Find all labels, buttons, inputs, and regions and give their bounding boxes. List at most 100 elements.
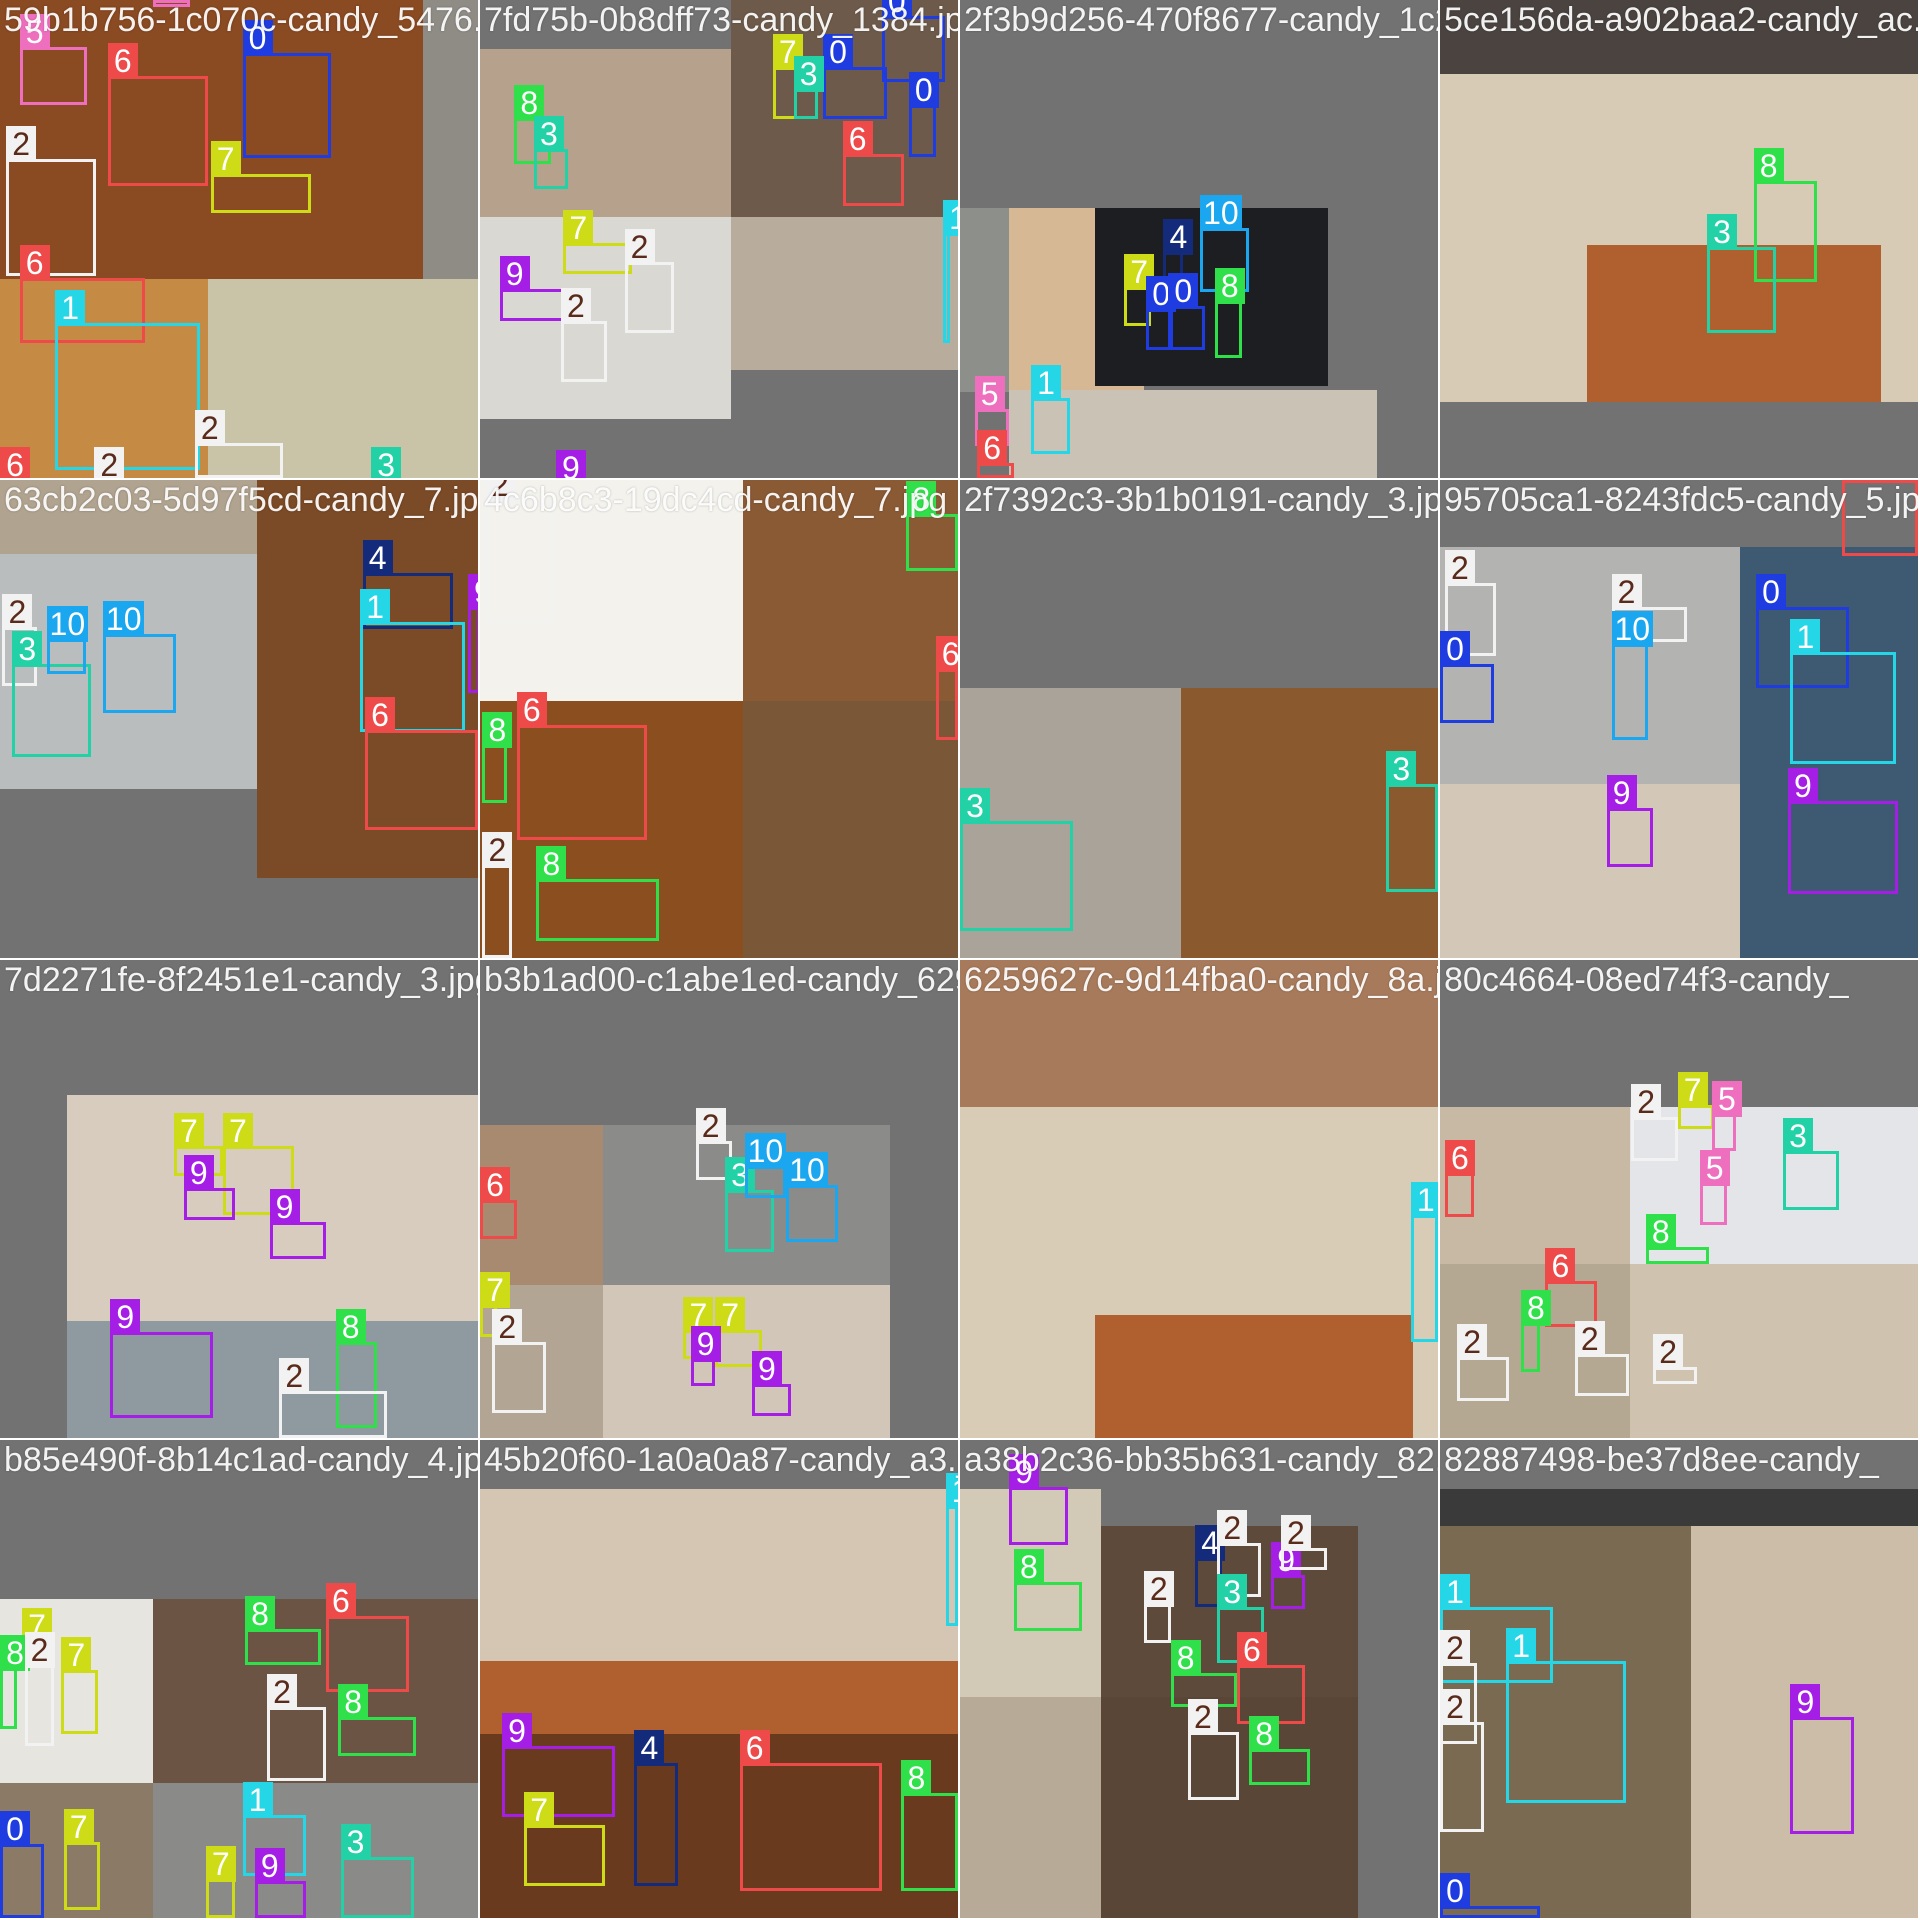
class-label: 2 bbox=[1631, 1083, 1662, 1120]
photo-region bbox=[1094, 1315, 1414, 1438]
photo-region bbox=[1094, 208, 1328, 386]
image-tile: 837003061792297fd75b-0b8dff73-candy_1384… bbox=[480, 0, 958, 478]
detection-box: 3 bbox=[340, 1823, 415, 1918]
detection-box: 9 bbox=[1790, 1683, 1855, 1835]
photo-region bbox=[480, 700, 744, 958]
class-label: 1 bbox=[1031, 365, 1062, 402]
class-label: 4 bbox=[634, 1730, 665, 1767]
detection-box: 6 bbox=[365, 696, 478, 831]
detection-box: 2 bbox=[1187, 1698, 1240, 1801]
photo-region bbox=[1587, 245, 1881, 402]
detection-box: 6 bbox=[1444, 1140, 1475, 1218]
detection-box: 10 bbox=[102, 601, 177, 713]
detection-box: 8 bbox=[245, 1595, 321, 1666]
detection-box: 6 bbox=[107, 42, 209, 187]
class-label: 6 bbox=[842, 121, 873, 158]
detection-box: 2 bbox=[1217, 1509, 1262, 1597]
photo-region bbox=[0, 279, 209, 478]
detection-box: 1 bbox=[945, 1473, 958, 1627]
detection-box: 8 bbox=[536, 846, 659, 941]
class-label: 3 bbox=[793, 56, 824, 93]
class-label: 2 bbox=[1187, 1698, 1218, 1735]
image-tile: 620210019995705ca1-8243fdc5-candy_5.jpg bbox=[1440, 480, 1918, 958]
class-label: 3 bbox=[533, 116, 564, 153]
detection-box: 8 bbox=[1520, 1289, 1551, 1372]
detection-box: 9 bbox=[183, 1154, 236, 1220]
class-label: 2 bbox=[267, 1674, 298, 1711]
photo-region bbox=[960, 1697, 1101, 1918]
detection-box: 8 bbox=[1013, 1549, 1083, 1632]
tile-filename: 6259627c-9d14fba0-candy_8a.jpg bbox=[964, 961, 1438, 999]
class-label: 8 bbox=[245, 1595, 275, 1632]
photo-region bbox=[1100, 1697, 1359, 1918]
detection-box: 10 bbox=[744, 1132, 787, 1198]
class-label: 2 bbox=[1457, 1323, 1488, 1360]
detection-box: 2 bbox=[1444, 549, 1497, 657]
detection-box: 8 bbox=[0, 1634, 30, 1730]
photo-region bbox=[67, 1321, 478, 1438]
class-label: 1 bbox=[242, 1781, 273, 1818]
class-label: 6 bbox=[1545, 1247, 1576, 1284]
image-tile: 231010491663cb2c03-5d97f5cd-candy_7.jpg bbox=[0, 480, 478, 958]
class-label: 3 bbox=[340, 1823, 371, 1860]
tile-filename: 95705ca1-8243fdc5-candy_5.jpg bbox=[1444, 481, 1918, 519]
detection-box: 6 bbox=[842, 121, 904, 206]
detection-box: 9 bbox=[467, 574, 478, 694]
detection-box: 0 bbox=[1168, 273, 1205, 351]
class-label: 3 bbox=[1783, 1118, 1813, 1155]
class-label: 1 bbox=[1440, 1573, 1470, 1610]
photo-region bbox=[0, 1783, 154, 1918]
class-label: 7 bbox=[61, 1637, 92, 1674]
photo-region bbox=[480, 216, 732, 419]
class-label: 9 bbox=[110, 1299, 141, 1336]
class-label: 2 bbox=[194, 410, 225, 447]
class-label: 2 bbox=[1217, 1509, 1248, 1546]
photo-region bbox=[743, 700, 958, 958]
class-label: 10 bbox=[744, 1132, 787, 1169]
tile-filename: 7fd75b-0b8dff73-candy_1384.jpg bbox=[484, 1, 958, 39]
class-label: 3 bbox=[1217, 1573, 1248, 1610]
class-label: 0 bbox=[1168, 273, 1199, 310]
photo-region bbox=[960, 960, 1438, 1107]
detection-box: 7 bbox=[563, 209, 632, 275]
detection-box: 1 bbox=[1031, 365, 1071, 455]
class-label: 3 bbox=[12, 630, 43, 667]
detection-box: 0 bbox=[823, 34, 887, 119]
class-label: 7 bbox=[1677, 1071, 1708, 1108]
class-label: 1 bbox=[55, 290, 86, 327]
class-label: 5 bbox=[974, 376, 1005, 413]
detection-box: 9 bbox=[502, 1713, 615, 1818]
detection-box: 3 bbox=[793, 56, 824, 119]
detection-box: 0 bbox=[1756, 574, 1850, 689]
detection-box: 10 bbox=[786, 1152, 838, 1242]
class-label: 9 bbox=[1009, 1453, 1039, 1490]
class-label: 3 bbox=[725, 1157, 755, 1194]
photo-region bbox=[1180, 688, 1438, 958]
detection-box: 2 bbox=[267, 1674, 326, 1781]
detection-box: 6 bbox=[739, 1730, 882, 1891]
photo-region bbox=[960, 1489, 1101, 1698]
class-label: 0 bbox=[823, 34, 853, 71]
class-label: 9 bbox=[690, 1326, 721, 1363]
detection-box: 2 bbox=[624, 229, 674, 334]
class-label: 0 bbox=[1440, 1872, 1470, 1909]
class-label: 9 bbox=[499, 256, 530, 293]
detection-box: 2 bbox=[560, 287, 608, 383]
class-label: 9 bbox=[1790, 1683, 1821, 1720]
photo-region bbox=[1740, 547, 1918, 958]
detection-box: 5 bbox=[1711, 1081, 1742, 1152]
class-label: 7 bbox=[222, 1113, 253, 1150]
tile-filename: 7d2271fe-8f2451e1-candy_3.jpg bbox=[4, 961, 478, 999]
class-label: 8 bbox=[1520, 1289, 1551, 1326]
detection-box: 10 bbox=[46, 606, 89, 674]
class-label: 2 bbox=[1440, 1688, 1470, 1725]
class-label: 2 bbox=[1574, 1321, 1605, 1358]
detection-box: 7 bbox=[715, 1296, 762, 1367]
detection-box: 9 bbox=[269, 1189, 326, 1259]
class-label: 10 bbox=[1611, 611, 1654, 648]
detection-box: 7 bbox=[1677, 1071, 1715, 1130]
class-label: 3 bbox=[371, 447, 402, 478]
